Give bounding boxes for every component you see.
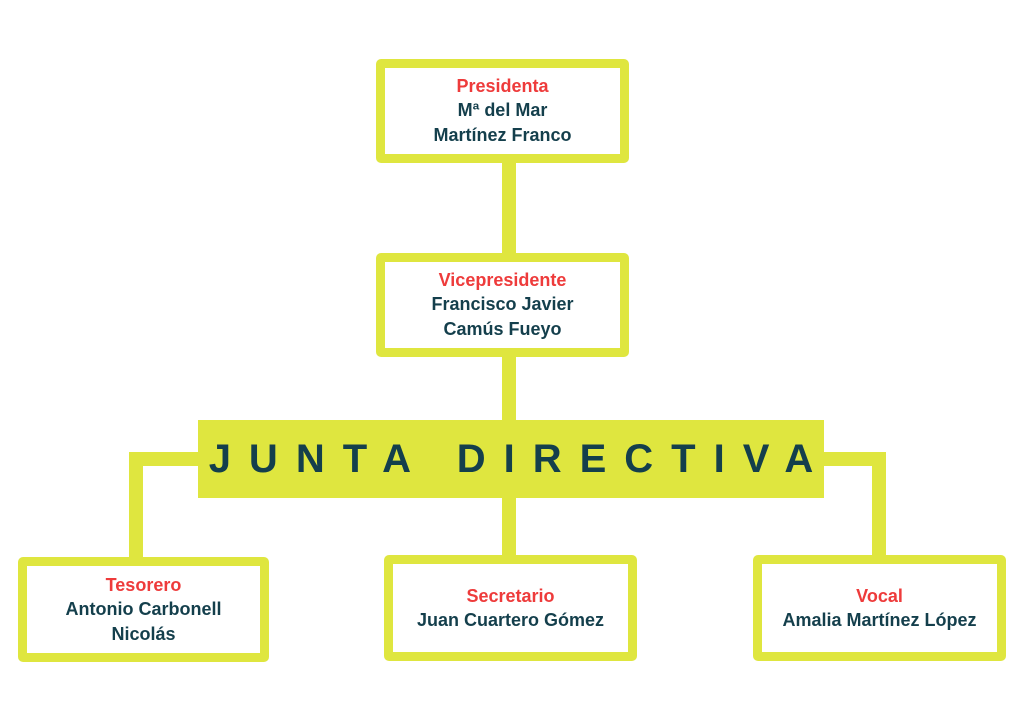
connector-vicepresidente-banner <box>502 352 516 422</box>
node-tesorero: Tesorero Antonio Carbonell Nicolás <box>18 557 269 662</box>
node-presidenta-name-line-1: Mª del Mar <box>457 100 548 120</box>
node-vicepresidente-name-line-1: Francisco Javier <box>431 294 574 314</box>
node-vocal-name-line-1: Amalia Martínez López <box>782 609 977 630</box>
page-title: JUNTA DIRECTIVA <box>208 436 832 481</box>
connector-presidenta-vicepresidente <box>502 158 516 258</box>
node-vocal: Vocal Amalia Martínez López <box>753 555 1006 661</box>
connector-left-horizontal <box>129 452 201 466</box>
node-secretario: Secretario Juan Cuartero Gómez <box>384 555 637 661</box>
node-vicepresidente-role: Vicepresidente <box>438 270 567 290</box>
node-presidenta-name-line-2: Martínez Franco <box>433 125 572 145</box>
connector-right-vertical <box>872 452 886 560</box>
node-secretario-role: Secretario <box>466 585 555 606</box>
connector-right-horizontal <box>822 452 886 466</box>
node-secretario-name-line-1: Juan Cuartero Gómez <box>416 609 605 630</box>
connector-banner-secretario <box>502 496 516 560</box>
node-presidenta-role: Presidenta <box>456 76 549 96</box>
node-tesorero-role: Tesorero <box>105 574 182 595</box>
node-tesorero-name-line-2: Nicolás <box>111 623 176 644</box>
node-vocal-role: Vocal <box>856 585 903 606</box>
node-vicepresidente-name-line-2: Camús Fueyo <box>443 319 562 339</box>
node-tesorero-name-line-1: Antonio Carbonell <box>65 598 222 619</box>
connector-left-vertical <box>129 452 143 562</box>
node-presidenta: Presidenta Mª del Mar Martínez Franco <box>376 59 629 163</box>
title-banner: JUNTA DIRECTIVA <box>198 420 824 498</box>
node-vicepresidente: Vicepresidente Francisco Javier Camús Fu… <box>376 253 629 357</box>
